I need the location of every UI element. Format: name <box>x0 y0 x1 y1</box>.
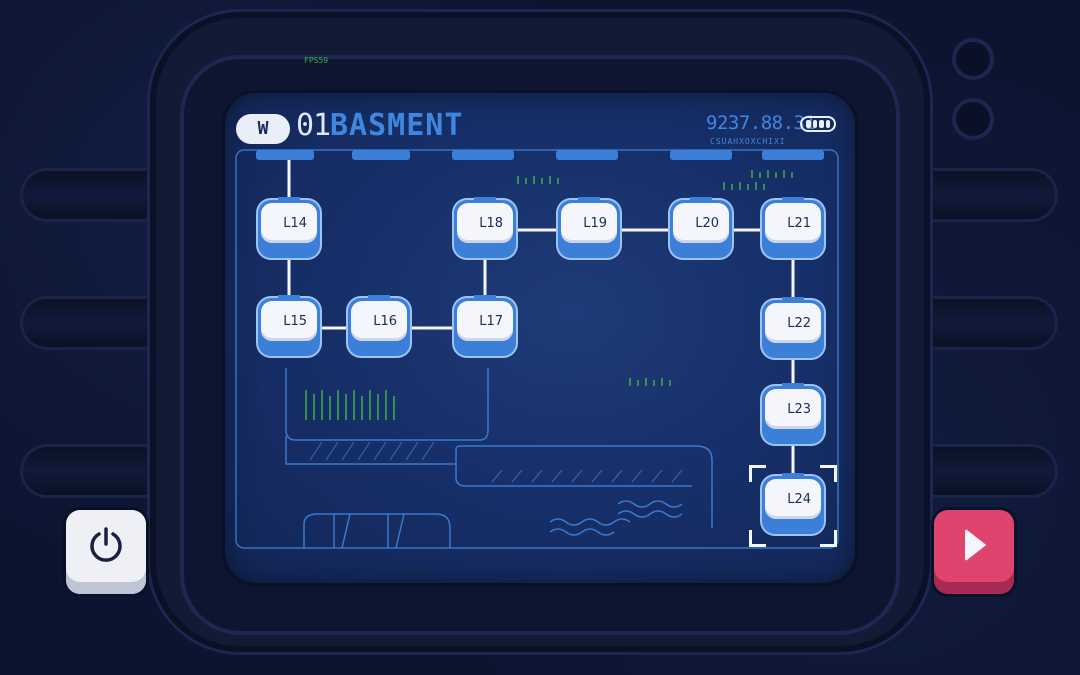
play-icon <box>965 529 986 561</box>
right-knob-bottom <box>908 444 1058 498</box>
power-icon <box>90 527 122 562</box>
left-knob-bottom <box>20 444 170 498</box>
level-map-screen <box>222 90 858 586</box>
right-ring-bottom <box>952 98 994 140</box>
play-button[interactable] <box>934 510 1014 594</box>
code-strip: CSUAHXOXCHIXI <box>710 137 786 146</box>
level-selection-cursor <box>749 465 837 547</box>
left-knob-middle <box>20 296 170 350</box>
fps-counter: FPS59 <box>304 56 329 65</box>
level-label: L15 <box>261 301 317 341</box>
level-label: L16 <box>351 301 407 341</box>
level-node-l23[interactable]: L23 <box>762 383 824 444</box>
level-label: L23 <box>765 389 821 429</box>
level-node-l14[interactable]: L14 <box>258 197 320 258</box>
level-label: L21 <box>765 203 821 243</box>
level-node-l18[interactable]: L18 <box>454 197 516 258</box>
level-label: L14 <box>261 203 317 243</box>
level-node-l22[interactable]: L22 <box>762 297 824 358</box>
level-label: L17 <box>457 301 513 341</box>
level-node-l15[interactable]: L15 <box>258 295 320 356</box>
level-label: L19 <box>561 203 617 243</box>
battery-icon <box>800 116 836 132</box>
level-node-l16[interactable]: L16 <box>348 295 410 356</box>
right-ring-top <box>952 38 994 80</box>
world-number: 01 <box>296 108 331 143</box>
level-label: L22 <box>765 303 821 343</box>
studio-logo: W <box>236 114 290 144</box>
level-node-l17[interactable]: L17 <box>454 295 516 356</box>
power-button[interactable] <box>66 510 146 594</box>
world-name: BASMENT <box>330 108 464 143</box>
right-knob-top <box>908 168 1058 222</box>
level-label: L18 <box>457 203 513 243</box>
level-node-l24[interactable]: L24 <box>762 473 824 534</box>
level-label: L24 <box>765 479 821 519</box>
level-node-l19[interactable]: L19 <box>558 197 620 258</box>
coordinates-readout: 9237.88.31 <box>706 112 816 134</box>
level-node-l20[interactable]: L20 <box>670 197 732 258</box>
map-decoration <box>235 149 839 549</box>
level-label: L20 <box>673 203 729 243</box>
level-node-l21[interactable]: L21 <box>762 197 824 258</box>
left-knob-top <box>20 168 170 222</box>
right-knob-middle <box>908 296 1058 350</box>
